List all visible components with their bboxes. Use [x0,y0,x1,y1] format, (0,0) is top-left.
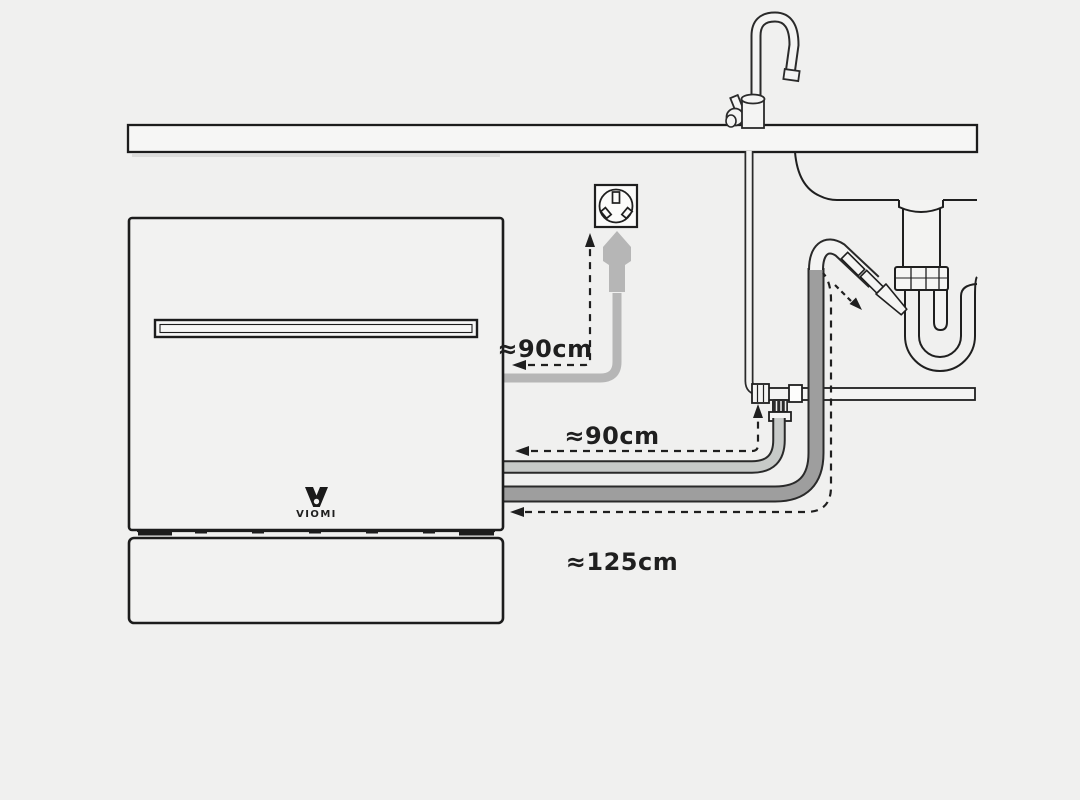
power-cord [503,293,622,383]
power-clearance: ≈90cm [497,233,595,370]
power-clearance-label: ≈90cm [497,335,592,363]
socket-ground-slot [611,191,621,204]
faucet-handle-cap [725,114,737,128]
socket-face [598,188,634,224]
drain-arrow-left-icon [510,507,524,517]
dishwasher-base-strip [137,529,495,536]
supply-riser [746,151,760,394]
base-tick-4 [366,530,378,534]
base-tick-3 [309,530,321,534]
drain-clearance-label: ≈125cm [566,548,678,576]
drain-flange [898,200,944,213]
countertop [126,123,979,157]
power-clearance-line [528,246,592,367]
tee-union-nut [751,383,770,404]
sink-basin [794,151,977,201]
adapter-tip [875,283,908,316]
base-tick-5 [423,530,435,534]
viomi-wordmark: VIOMI [296,509,337,520]
socket-right-slot [620,206,634,220]
viomi-logo-mark [305,487,328,507]
inlet-hose-tube [503,418,784,472]
socket-left-slot [599,206,613,220]
viomi-logo-dot [313,498,320,505]
drain-hose [503,238,908,503]
sink-drain [894,200,978,372]
inlet-hose [503,418,786,474]
dishwasher-handle-inner [159,323,473,334]
dishwasher: VIOMI [127,216,505,625]
trap-outer-wall [904,276,978,372]
power-arrow-up-icon [585,233,595,247]
power-plug-icon [603,231,631,292]
power-arrow-left-icon [512,360,526,370]
sink-left-wall [794,151,899,201]
faucet-spout-tip [782,68,801,83]
power-connection [503,183,639,383]
inlet-arrow-left-icon [515,446,529,456]
inlet-clearance-line [531,417,760,453]
trap-inner-wall [918,283,978,358]
base-foot-left [138,529,172,536]
adapter-ring-1 [840,251,866,277]
drain-tailpiece-fill [903,204,940,269]
faucet-gooseneck-outline [750,11,800,104]
faucet [725,11,801,129]
drain-hose-tube [503,268,823,501]
insertion-guide-line [834,284,852,302]
drain-clearance-line [525,272,833,514]
dishwasher-drawer [127,536,505,625]
dishwasher-handle [153,318,479,339]
tee-coupler [788,384,803,403]
inlet-arrow-up-icon [753,404,763,418]
drain-elbow [810,240,879,287]
faucet-gooseneck [752,13,798,104]
faucet-base-top [740,93,766,105]
inlet-clearance-label: ≈90cm [564,422,659,450]
base-foot-right [459,529,494,536]
base-tick-1 [195,530,207,534]
viomi-logo: VIOMI [296,487,337,520]
drain-clearance: ≈125cm [510,272,862,576]
base-tick-2 [252,530,264,534]
inlet-clearance: ≈90cm [515,404,763,456]
trap-center-tube [933,289,948,332]
countertop-slab [126,123,979,154]
dishwasher-body [127,216,505,532]
insertion-arrow-icon [849,297,862,310]
